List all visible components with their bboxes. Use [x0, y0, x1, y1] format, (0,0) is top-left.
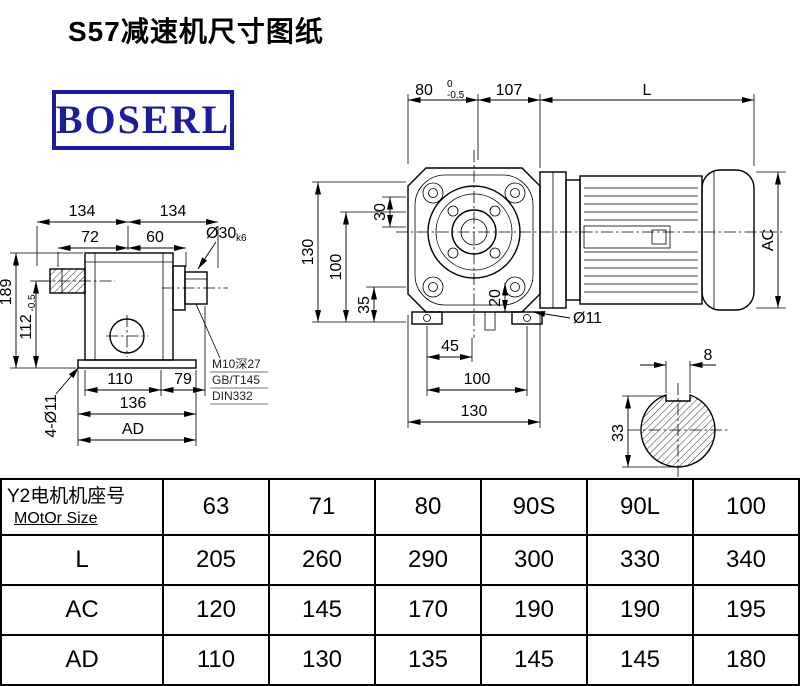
shaft-dia-leader-line	[197, 241, 217, 270]
table-cell: 205	[162, 534, 270, 586]
table-cell: 190	[480, 584, 588, 636]
shaft-section-view: 8 33	[610, 347, 728, 477]
dim-134a-label: 134	[69, 203, 96, 220]
dim-130-height-label: 130	[300, 239, 317, 266]
dim-AD-label: AD	[122, 421, 144, 438]
dim-189-label: 189	[0, 279, 15, 306]
motor-size-90S: 90S	[480, 478, 588, 536]
key-width-label: 8	[704, 347, 713, 364]
gearbox-housing-front	[407, 167, 543, 331]
side-view-dimension-lines	[13, 219, 221, 443]
table-cell: 180	[692, 634, 800, 686]
motor-size-80: 80	[374, 478, 482, 536]
dim-60-label: 60	[146, 229, 164, 246]
table-cell: 135	[374, 634, 482, 686]
table-cell: 290	[374, 534, 482, 586]
dim-72-label: 72	[81, 229, 99, 246]
table-cell: 110	[162, 634, 270, 686]
motor	[539, 169, 755, 311]
gearbox-housing-side	[49, 252, 208, 369]
row-label-AC: AC	[0, 584, 164, 636]
motor-size-label-cn: Y2电机机座号	[7, 486, 126, 508]
dim-100-height-label: 100	[328, 254, 345, 281]
table-cell: 130	[268, 634, 376, 686]
table-cell: 260	[268, 534, 376, 586]
dim-80-tol-upper: 0	[447, 79, 453, 90]
dim-30-label: 30	[372, 203, 389, 221]
table-cell: 145	[586, 634, 694, 686]
dim-130-width-label: 130	[461, 403, 488, 420]
table-cell: 145	[480, 634, 588, 686]
front-view-dimension-lines	[315, 97, 781, 425]
thread-note: M10深27 GB/T145 DIN332	[210, 357, 268, 405]
page-title: S57减速机尺寸图纸	[68, 16, 324, 47]
dim-136-label: 136	[120, 395, 147, 412]
table-cell: 195	[692, 584, 800, 636]
dim-112-tol-label: -0.5	[27, 294, 38, 312]
motor-cooling-fins	[584, 187, 698, 293]
dim-110-label: 110	[107, 371, 133, 388]
logo-text: BOSERL	[55, 97, 231, 142]
table-cell: 170	[374, 584, 482, 636]
dim-79-label: 79	[174, 371, 192, 388]
table-cell: 120	[162, 584, 270, 636]
dim-33-label: 33	[610, 424, 627, 442]
row-label-L: L	[0, 534, 164, 586]
motor-size-71: 71	[268, 478, 376, 536]
table-row-L: L 205 260 290 300 330 340	[0, 534, 800, 586]
dimension-drawing: 80 0 -0.5 107 L 130 100 35 30 20 Ø11 45 …	[0, 79, 786, 477]
dim-134b-label: 134	[160, 203, 187, 220]
front-view: 80 0 -0.5 107 L 130 100 35 30 20 Ø11 45 …	[300, 79, 786, 428]
input-shaft-section	[49, 268, 86, 294]
dim-45-label: 45	[441, 338, 459, 355]
mounting-foot	[77, 359, 197, 369]
boserl-logo: BOSERL	[52, 90, 234, 150]
dimension-table: Y2电机机座号 MOtOr Size 63 71 80 90S 90L 100 …	[0, 478, 800, 686]
thread-note-line1: M10深27	[212, 357, 261, 371]
motor-size-63: 63	[162, 478, 270, 536]
table-header-row: Y2电机机座号 MOtOr Size 63 71 80 90S 90L 100	[0, 478, 800, 536]
shaft-section-dimension-lines	[625, 362, 716, 467]
thread-note-leader-line	[195, 303, 221, 359]
motor-size-label-en: MOtOr Size	[14, 509, 98, 527]
table-cell: 300	[480, 534, 588, 586]
motor-size-header-cell: Y2电机机座号 MOtOr Size	[0, 478, 164, 536]
dim-80-label: 80	[415, 82, 433, 99]
dim-hole-label: Ø11	[573, 310, 602, 327]
dim-AC-label: AC	[760, 229, 777, 251]
table-row-AD: AD 110 130 135 145 145 180	[0, 634, 800, 686]
dim-L-label: L	[643, 82, 652, 99]
dim-112-label: 112	[18, 314, 35, 340]
hole-leader-line	[532, 310, 571, 319]
shaft-cross-section	[640, 394, 716, 468]
side-view: 134 134 72 60 189 112 -0.5 Ø30 k6 110 79…	[0, 203, 268, 446]
shaft-dia-label: Ø30	[206, 225, 236, 242]
dim-100-width-label: 100	[464, 371, 491, 388]
dim-20-label: 20	[487, 289, 504, 307]
foot-holes-leader-line	[55, 366, 80, 395]
front-view-extension-lines	[312, 94, 786, 428]
thread-note-line3: DIN332	[212, 389, 253, 403]
row-label-AD: AD	[0, 634, 164, 686]
dim-107-label: 107	[496, 82, 523, 99]
shaft-section-extension-lines	[622, 361, 691, 468]
thread-note-line2: GB/T145	[212, 373, 260, 387]
table-cell: 340	[692, 534, 800, 586]
motor-fan-cover	[701, 169, 755, 311]
shaft-fit-label: k6	[236, 233, 247, 244]
table-cell: 330	[586, 534, 694, 586]
motor-size-100: 100	[692, 478, 800, 536]
front-view-centerlines	[396, 150, 782, 338]
motor-size-90L: 90L	[586, 478, 694, 536]
foot-holes-label: 4-Ø11	[43, 394, 60, 437]
table-cell: 190	[586, 584, 694, 636]
dim-80-tol-lower: -0.5	[447, 90, 465, 101]
table-cell: 145	[268, 584, 376, 636]
table-row-AC: AC 120 145 170 190 190 195	[0, 584, 800, 636]
dim-35-label: 35	[356, 296, 373, 314]
